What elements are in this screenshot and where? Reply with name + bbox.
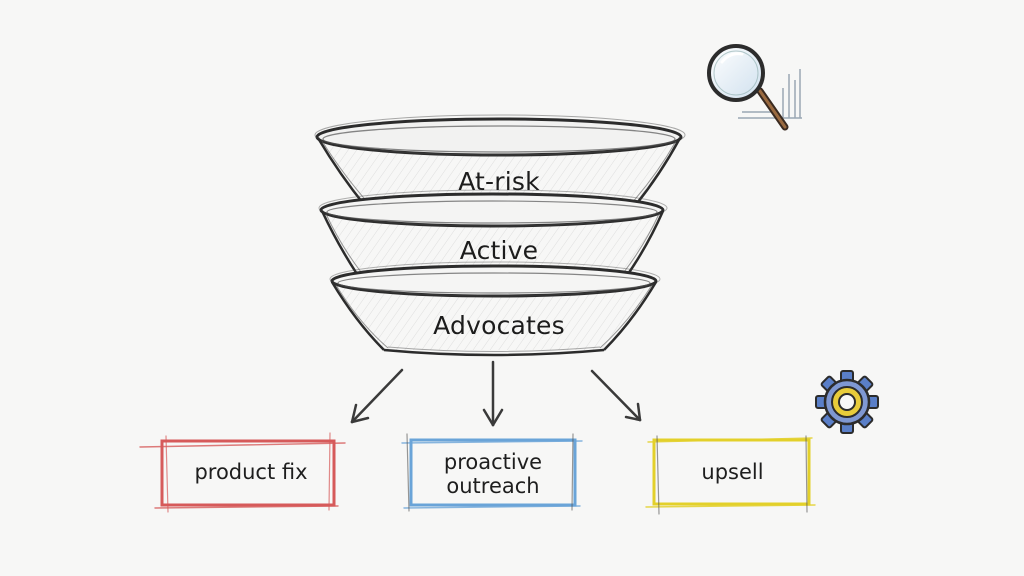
gear-icon — [815, 370, 879, 434]
upsell-label: upsell — [654, 460, 811, 484]
arrow-to-proactive-outreach — [482, 360, 504, 427]
magnifier-with-chart-icon — [707, 44, 802, 131]
proactive-outreach-line-1: proactive — [443, 450, 543, 474]
funnel-tier-at-risk — [314, 114, 686, 208]
upsell-box — [645, 435, 816, 515]
arrow-to-product-fix — [350, 368, 404, 424]
proactive-outreach-line-2: outreach — [446, 474, 540, 498]
funnel-tier-label-active: Active — [459, 236, 539, 265]
upsell-line-1: upsell — [701, 460, 764, 484]
product-fix-line-1: product fix — [194, 460, 308, 484]
product-fix-box — [139, 432, 346, 513]
funnel-tier-active — [318, 189, 668, 275]
funnel-tier-label-advocates: Advocates — [433, 311, 565, 340]
proactive-outreach-label: proactive outreach — [411, 450, 575, 498]
arrow-to-upsell — [590, 369, 642, 422]
proactive-outreach-box — [401, 433, 583, 512]
funnel-tier-label-at-risk: At-risk — [458, 167, 540, 196]
funnel-tier-advocates — [329, 261, 661, 357]
product-fix-label: product fix — [162, 460, 340, 484]
